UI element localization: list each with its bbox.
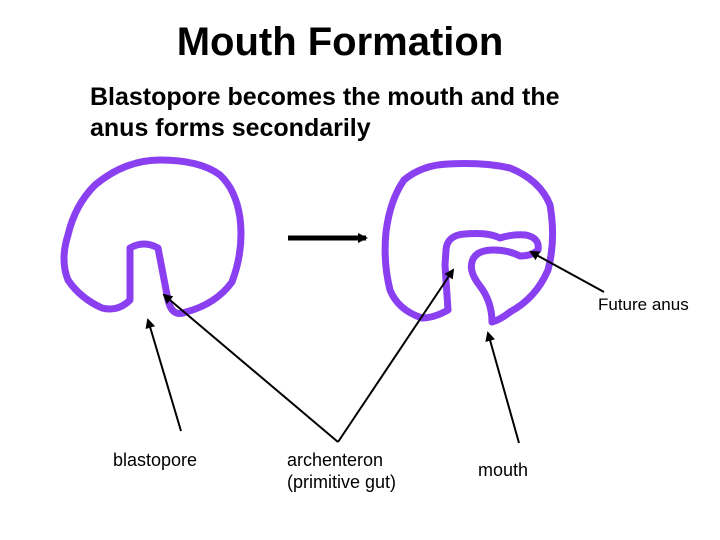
label-archenteron-line-1: archenteron [287,450,384,470]
subtitle-line-2: anus forms secondarily [90,114,371,142]
slide-subtitle: Blastopore becomes the mouth and the anu… [90,82,650,144]
slide-title: Mouth Formation [176,20,504,64]
label-blastopore: blastopore [113,450,198,470]
archenteron-pocket [441,230,542,326]
pointer-archenteron-left [162,293,339,443]
pointer-blastopore [145,318,182,432]
subtitle-line-1: Blastopore becomes the mouth and the [90,83,560,111]
label-future-anus: Future anus [598,295,689,314]
pointer-mouth [485,331,520,444]
pointer-archenteron-right [337,268,455,443]
embryo-early-gastrula [60,156,245,317]
label-mouth: mouth [478,460,529,480]
embryo-later-gastrula-outer [381,160,557,326]
label-archenteron-line-2: (primitive gut) [287,472,397,492]
label-archenteron: archenteron (primitive gut) [287,449,396,493]
pointer-future-anus [529,251,605,293]
